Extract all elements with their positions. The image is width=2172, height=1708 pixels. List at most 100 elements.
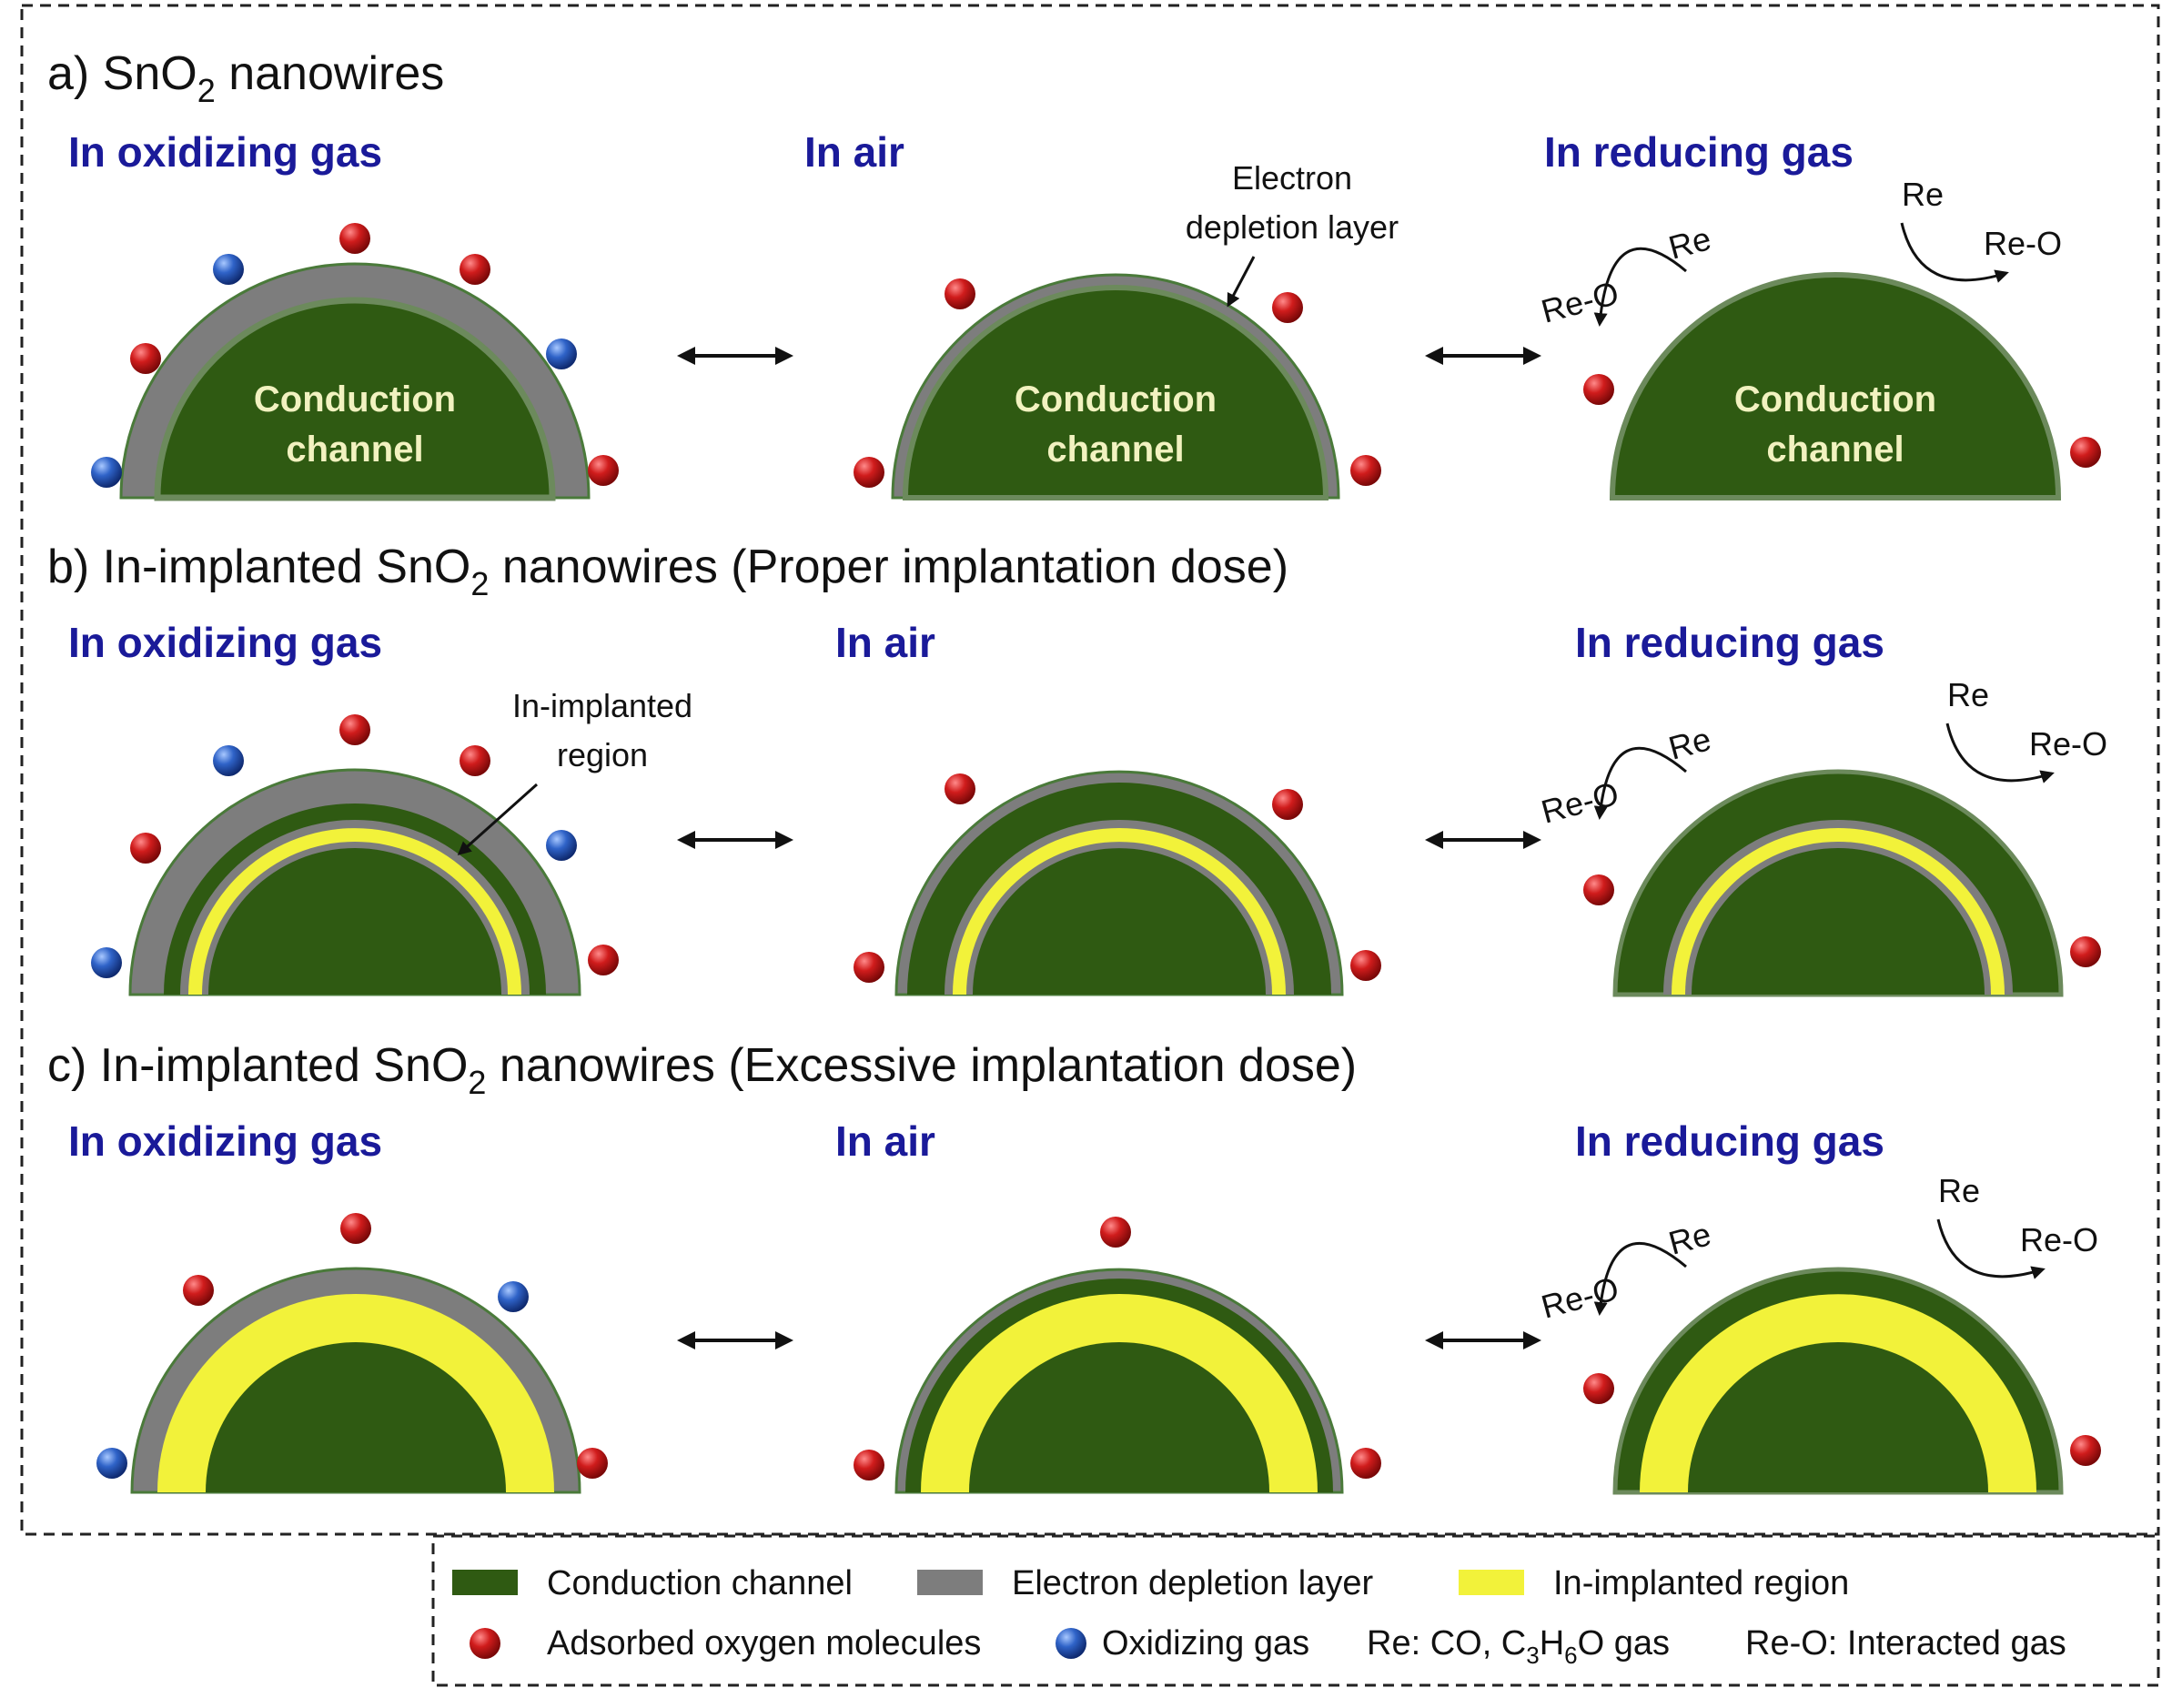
reaction-arrow-a2 xyxy=(1900,222,2009,283)
re-o-label-b2: Re-O xyxy=(2029,725,2107,763)
depletion-layer-annotation-2: depletion layer xyxy=(1186,208,1399,246)
reaction-arrow-a1 xyxy=(1593,247,1687,327)
adsorbed-oxygen-molecule xyxy=(854,1450,884,1481)
oxidizing-gas-molecule xyxy=(546,339,577,369)
legend-label-implanted-region: In-implanted region xyxy=(1553,1564,1849,1602)
equilibrium-arrows xyxy=(677,347,1541,1349)
oxidizing-gas-molecule xyxy=(96,1448,127,1479)
row-c-reducing-heading: In reducing gas xyxy=(1575,1117,1884,1165)
row-c-oxidizing-nanowire xyxy=(130,1267,581,1494)
adsorbed-oxygen-molecule xyxy=(130,833,161,864)
row-a-air-channel-label-1: Conduction xyxy=(1015,379,1217,419)
adsorbed-oxygen-molecule xyxy=(1583,1373,1614,1404)
adsorbed-oxygen-molecule xyxy=(1350,455,1381,486)
row-a-reducing-channel-label-2: channel xyxy=(1766,430,1904,470)
legend-swatch-depletion-layer xyxy=(917,1570,983,1595)
oxidizing-gas-molecule xyxy=(498,1281,529,1312)
re-o-label-a1: Re-O xyxy=(1537,274,1622,330)
oxidizing-gas-molecule xyxy=(213,254,244,285)
adsorbed-oxygen-molecule xyxy=(854,952,884,983)
adsorbed-oxygen-molecule xyxy=(1272,292,1303,323)
adsorbed-oxygen-molecule xyxy=(460,745,490,776)
reaction-arrow-c1 xyxy=(1593,1241,1687,1316)
row-a-reducing-heading: In reducing gas xyxy=(1544,128,1854,176)
reaction-arrow-b2 xyxy=(1945,723,2055,783)
row-c-title: c) In-implanted SnO2 nanowires (Excessiv… xyxy=(47,1039,1357,1101)
adsorbed-oxygen-molecule xyxy=(1583,374,1614,405)
legend-swatch-adsorbed-oxygen xyxy=(470,1628,500,1659)
reaction-arrow-c2 xyxy=(1936,1218,2046,1279)
adsorbed-oxygen-molecule xyxy=(945,278,975,309)
row-b-oxidizing-nanowire xyxy=(128,768,581,996)
adsorbed-oxygen-molecule xyxy=(2070,437,2101,468)
row-b-reducing-heading: In reducing gas xyxy=(1575,619,1884,666)
row-a-oxidizing-nanowire xyxy=(119,262,591,501)
row-a-air-channel-label-2: channel xyxy=(1046,430,1184,470)
row-c-oxidizing-heading: In oxidizing gas xyxy=(68,1117,382,1165)
adsorbed-oxygen-molecule xyxy=(588,945,619,975)
adsorbed-oxygen-molecule xyxy=(340,1213,371,1244)
re-label-a1: Re xyxy=(1664,219,1714,267)
row-c-reducing-nanowire xyxy=(1612,1267,2064,1495)
legend: Conduction channel Electron depletion la… xyxy=(452,1564,2066,1669)
row-a-reducing-nanowire xyxy=(1609,272,2062,500)
legend-swatch-conduction-channel xyxy=(452,1570,518,1595)
row-b-title: b) In-implanted SnO2 nanowires (Proper i… xyxy=(47,541,1288,602)
oxidizing-gas-molecule xyxy=(91,947,122,978)
adsorbed-oxygen-molecule xyxy=(854,457,884,488)
adsorbed-oxygen-molecule xyxy=(1350,1448,1381,1479)
re-o-label-c1: Re-O xyxy=(1537,1269,1622,1326)
row-b-oxidizing-heading: In oxidizing gas xyxy=(68,619,382,666)
implanted-region-pointer xyxy=(457,783,538,855)
figure-frame xyxy=(20,4,2160,1536)
row-a-oxidizing-heading: In oxidizing gas xyxy=(68,128,382,176)
adsorbed-oxygen-molecule xyxy=(460,254,490,285)
oxidizing-gas-molecule xyxy=(213,745,244,776)
row-a-air-heading: In air xyxy=(804,128,904,176)
depletion-layer-pointer xyxy=(1227,256,1256,308)
adsorbed-oxygen-molecule xyxy=(183,1275,214,1306)
re-o-label-c2: Re-O xyxy=(2020,1221,2098,1258)
row-b-reducing-nanowire xyxy=(1612,769,2064,997)
row-c-air-nanowire xyxy=(894,1268,1344,1494)
row-a-air-nanowire xyxy=(891,273,1340,500)
re-o-label-b1: Re-O xyxy=(1537,774,1622,831)
re-label-b1: Re xyxy=(1664,720,1714,767)
adsorbed-oxygen-molecule xyxy=(2070,1435,2101,1466)
adsorbed-oxygen-molecule xyxy=(945,773,975,804)
adsorbed-oxygen-molecule xyxy=(1350,950,1381,981)
row-b-air-heading: In air xyxy=(835,619,935,666)
row-a-oxidizing-channel-label-1: Conduction xyxy=(254,379,456,419)
adsorbed-oxygen-molecule xyxy=(1583,874,1614,905)
re-label-c1: Re xyxy=(1664,1215,1714,1262)
adsorbed-oxygen-molecule xyxy=(339,714,370,745)
legend-frame xyxy=(431,1534,2160,1687)
re-label-a2: Re xyxy=(1902,176,1944,213)
implanted-region-annotation-1: In-implanted xyxy=(512,687,692,724)
adsorbed-oxygen-molecule xyxy=(2070,936,2101,967)
oxidizing-gas-molecule xyxy=(546,830,577,861)
legend-label-re-o-definition: Re-O: Interacted gas xyxy=(1745,1624,2066,1663)
legend-label-depletion-layer: Electron depletion layer xyxy=(1012,1564,1373,1602)
legend-swatch-oxidizing-gas xyxy=(1056,1628,1086,1659)
adsorbed-oxygen-molecule xyxy=(130,343,161,374)
depletion-layer-annotation-1: Electron xyxy=(1232,159,1352,197)
adsorbed-oxygen-molecule xyxy=(1272,789,1303,820)
legend-label-oxidizing-gas: Oxidizing gas xyxy=(1102,1624,1309,1663)
adsorbed-oxygen-molecule xyxy=(1100,1217,1131,1248)
legend-swatch-implanted-region xyxy=(1459,1570,1524,1595)
adsorbed-oxygen-molecule xyxy=(577,1448,608,1479)
legend-label-re-definition: Re: CO, C3H6O gas xyxy=(1367,1624,1670,1669)
oxidizing-gas-molecule xyxy=(91,457,122,488)
row-c-air-heading: In air xyxy=(835,1117,935,1165)
molecules xyxy=(91,223,2101,1481)
adsorbed-oxygen-molecule xyxy=(588,455,619,486)
row-a-title: a) SnO2 nanowires xyxy=(47,47,444,109)
row-a-oxidizing-channel-label-2: channel xyxy=(286,430,423,470)
row-b-air-nanowire xyxy=(894,770,1344,996)
reaction-arrow-b1 xyxy=(1593,746,1687,820)
adsorbed-oxygen-molecule xyxy=(339,223,370,254)
re-o-label-a2: Re-O xyxy=(1984,225,2062,262)
re-label-b2: Re xyxy=(1947,676,1989,713)
